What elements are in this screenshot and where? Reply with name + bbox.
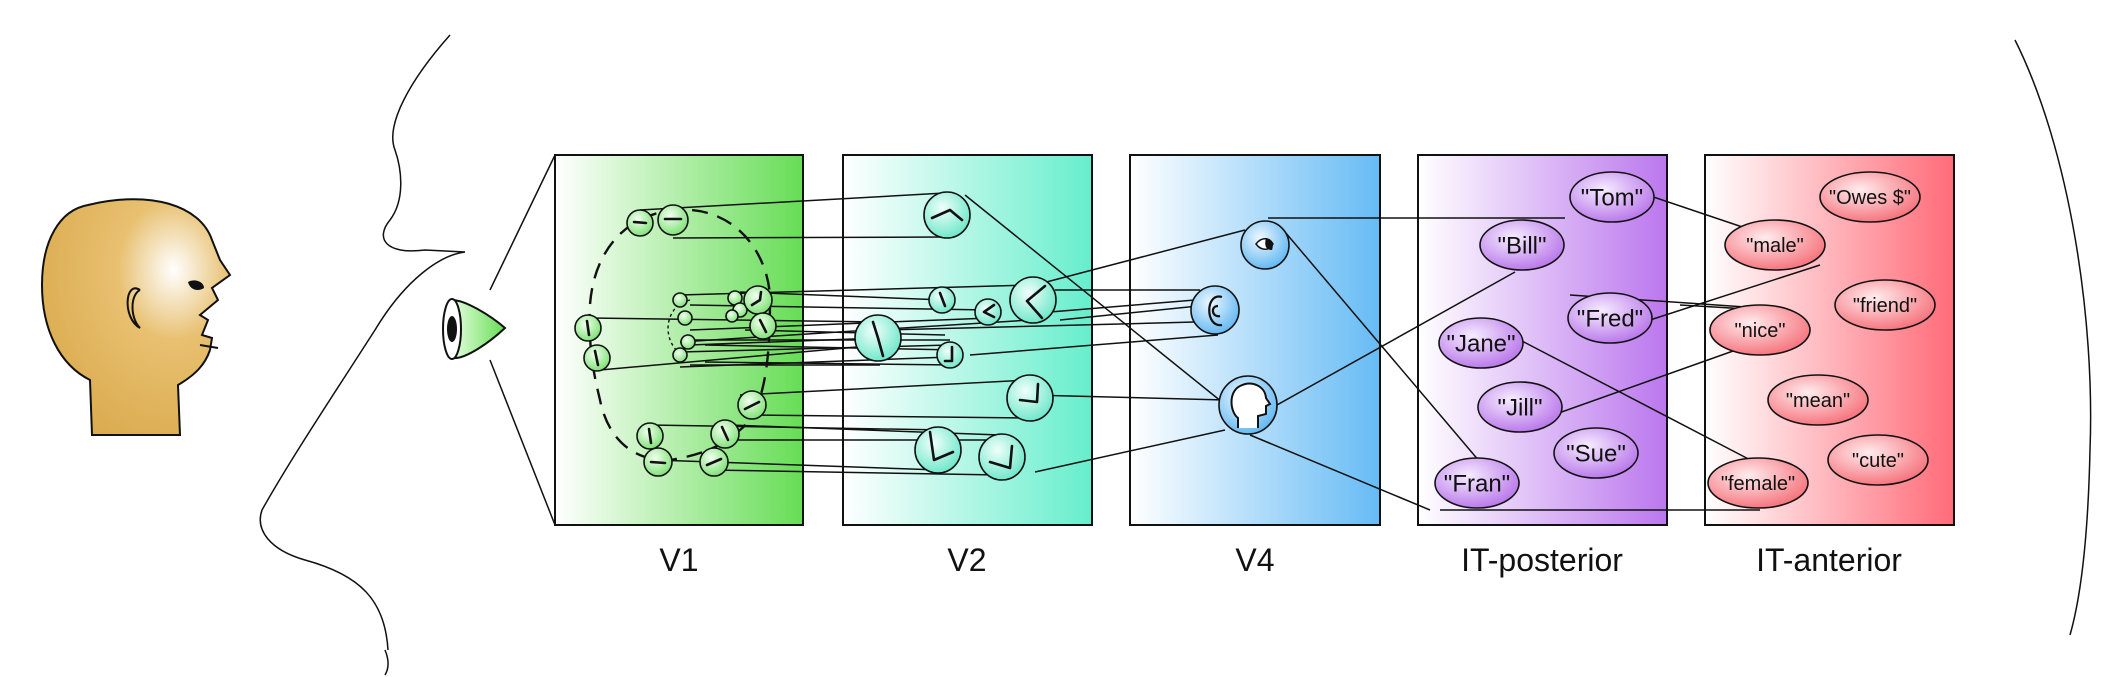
v1-cell <box>710 419 740 449</box>
v2-cell <box>854 314 902 362</box>
v4-panel <box>1129 154 1381 526</box>
ear-icon <box>126 287 141 329</box>
svg-text:"cute": "cute" <box>1852 450 1904 472</box>
it-anterior-node-male: "male" <box>1724 219 1826 271</box>
v2-label: V2 <box>947 542 986 578</box>
v1-cell <box>677 310 693 326</box>
v1-cells <box>574 204 777 477</box>
v1-cell <box>657 204 689 236</box>
v2-cell <box>914 426 962 474</box>
it-posterior-node-fran: "Fran" <box>1434 457 1520 509</box>
svg-text:"male": "male" <box>1746 235 1804 257</box>
svg-text:"female": "female" <box>1721 473 1795 495</box>
v4-cells <box>1190 220 1290 435</box>
svg-text:"Bill": "Bill" <box>1497 233 1546 260</box>
v1-cell <box>626 209 654 237</box>
v1-cell <box>699 447 729 477</box>
face-profile-outline <box>259 34 466 651</box>
v2-cell <box>1009 276 1057 324</box>
v1-cell <box>749 312 777 340</box>
it-anterior-node-female: "female" <box>1707 457 1809 509</box>
v1-cell <box>583 344 611 372</box>
head-icon <box>1230 382 1272 428</box>
v1-cell <box>672 347 688 363</box>
v2-cell <box>936 341 964 369</box>
it-posterior-node-tom: "Tom" <box>1569 171 1655 223</box>
eye-icon <box>188 280 204 290</box>
v1-cell <box>643 447 673 477</box>
it-anterior-label: IT-anterior <box>1756 542 1902 578</box>
v4-head-cell <box>1218 375 1278 435</box>
v2-cells <box>854 191 1057 481</box>
v1-label: V1 <box>659 542 698 578</box>
v2-cell <box>978 433 1026 481</box>
it-posterior-node-sue: "Sue" <box>1553 427 1639 479</box>
v1-cell <box>680 334 696 350</box>
svg-text:"Fran": "Fran" <box>1444 471 1510 498</box>
head-back-outline <box>2014 39 2092 636</box>
observer-head-icon <box>40 198 232 436</box>
it-posterior-node-bill: "Bill" <box>1479 219 1565 271</box>
it-anterior-node-nice: "nice" <box>1709 304 1811 356</box>
it-anterior-node-mean: "mean" <box>1767 374 1869 426</box>
svg-text:"nice": "nice" <box>1735 320 1786 342</box>
it-anterior-node-cute: "cute" <box>1827 434 1929 486</box>
v2-cell <box>928 286 956 314</box>
it-posterior-label: IT-posterior <box>1461 542 1623 578</box>
svg-text:"Fred": "Fred" <box>1577 306 1643 333</box>
svg-text:"Jill": "Jill" <box>1497 395 1542 422</box>
svg-text:"Tom": "Tom" <box>1581 185 1643 212</box>
it-posterior-node-jill: "Jill" <box>1477 381 1563 433</box>
it-posterior-nodes: "Tom" "Bill" "Fred" "Jane" "Jill" "Sue" … <box>1434 171 1655 509</box>
chin-curve <box>384 649 389 676</box>
svg-text:"friend": "friend" <box>1853 295 1917 317</box>
v1-face-dashed-outline <box>588 208 772 462</box>
eye-lens-icon <box>442 154 556 526</box>
ear-icon <box>1208 295 1223 327</box>
v1-cell <box>574 314 602 342</box>
v4-label: V4 <box>1235 542 1274 578</box>
v4-ear-cell <box>1190 285 1240 335</box>
it-anterior-nodes: "Owes $" "male" "friend" "nice" "mean" "… <box>1707 171 1936 509</box>
v1-cell <box>743 285 773 315</box>
it-anterior-node-friend: "friend" <box>1834 279 1936 331</box>
svg-text:"Jane": "Jane" <box>1446 331 1515 358</box>
it-posterior-node-fred: "Fred" <box>1567 292 1653 344</box>
v4-eye-cell <box>1240 220 1290 270</box>
v1-cell <box>636 422 664 450</box>
it-anterior-node-owes: "Owes $" <box>1819 171 1921 223</box>
svg-text:"Owes $": "Owes $" <box>1829 187 1911 209</box>
v1-cell <box>672 292 688 308</box>
connections <box>589 182 1821 511</box>
v2-cell <box>923 191 971 239</box>
v2-cell <box>1006 374 1054 422</box>
svg-text:"mean": "mean" <box>1786 390 1850 412</box>
v1-cell <box>737 390 767 420</box>
eye-icon <box>1265 238 1273 250</box>
v2-cell <box>974 298 1002 326</box>
svg-text:"Sue": "Sue" <box>1566 441 1626 468</box>
v1-cell <box>725 309 739 323</box>
it-posterior-node-jane: "Jane" <box>1438 317 1524 369</box>
